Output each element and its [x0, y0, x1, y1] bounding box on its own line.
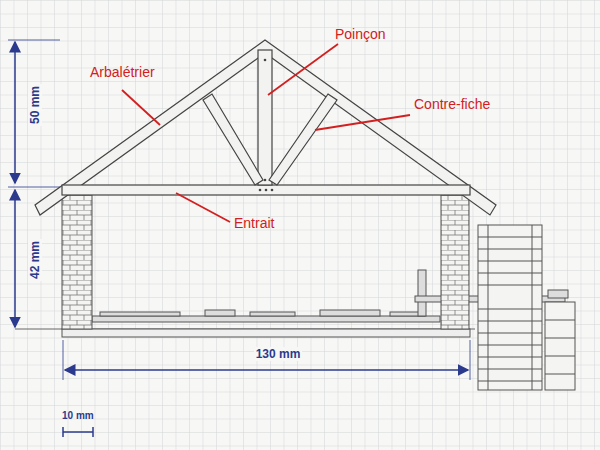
dimension-label: 42 mm	[28, 239, 42, 281]
leader-lines	[122, 44, 410, 222]
part-label: Entrait	[234, 215, 274, 231]
foundation	[62, 329, 470, 337]
truss-bolts	[259, 59, 274, 192]
roof-truss	[35, 40, 496, 215]
water-wheel	[478, 225, 575, 390]
scale-label: 10 mm	[62, 410, 94, 421]
dimension-label: 50 mm	[28, 84, 42, 126]
dimension-lines	[8, 40, 470, 437]
right-brick-wall	[441, 195, 469, 329]
part-label: Arbalétrier	[90, 64, 155, 80]
left-brick-wall	[62, 195, 92, 329]
dimension-label: 130 mm	[254, 347, 303, 361]
part-label: Poinçon	[335, 26, 386, 42]
part-label: Contre-fiche	[414, 96, 490, 112]
